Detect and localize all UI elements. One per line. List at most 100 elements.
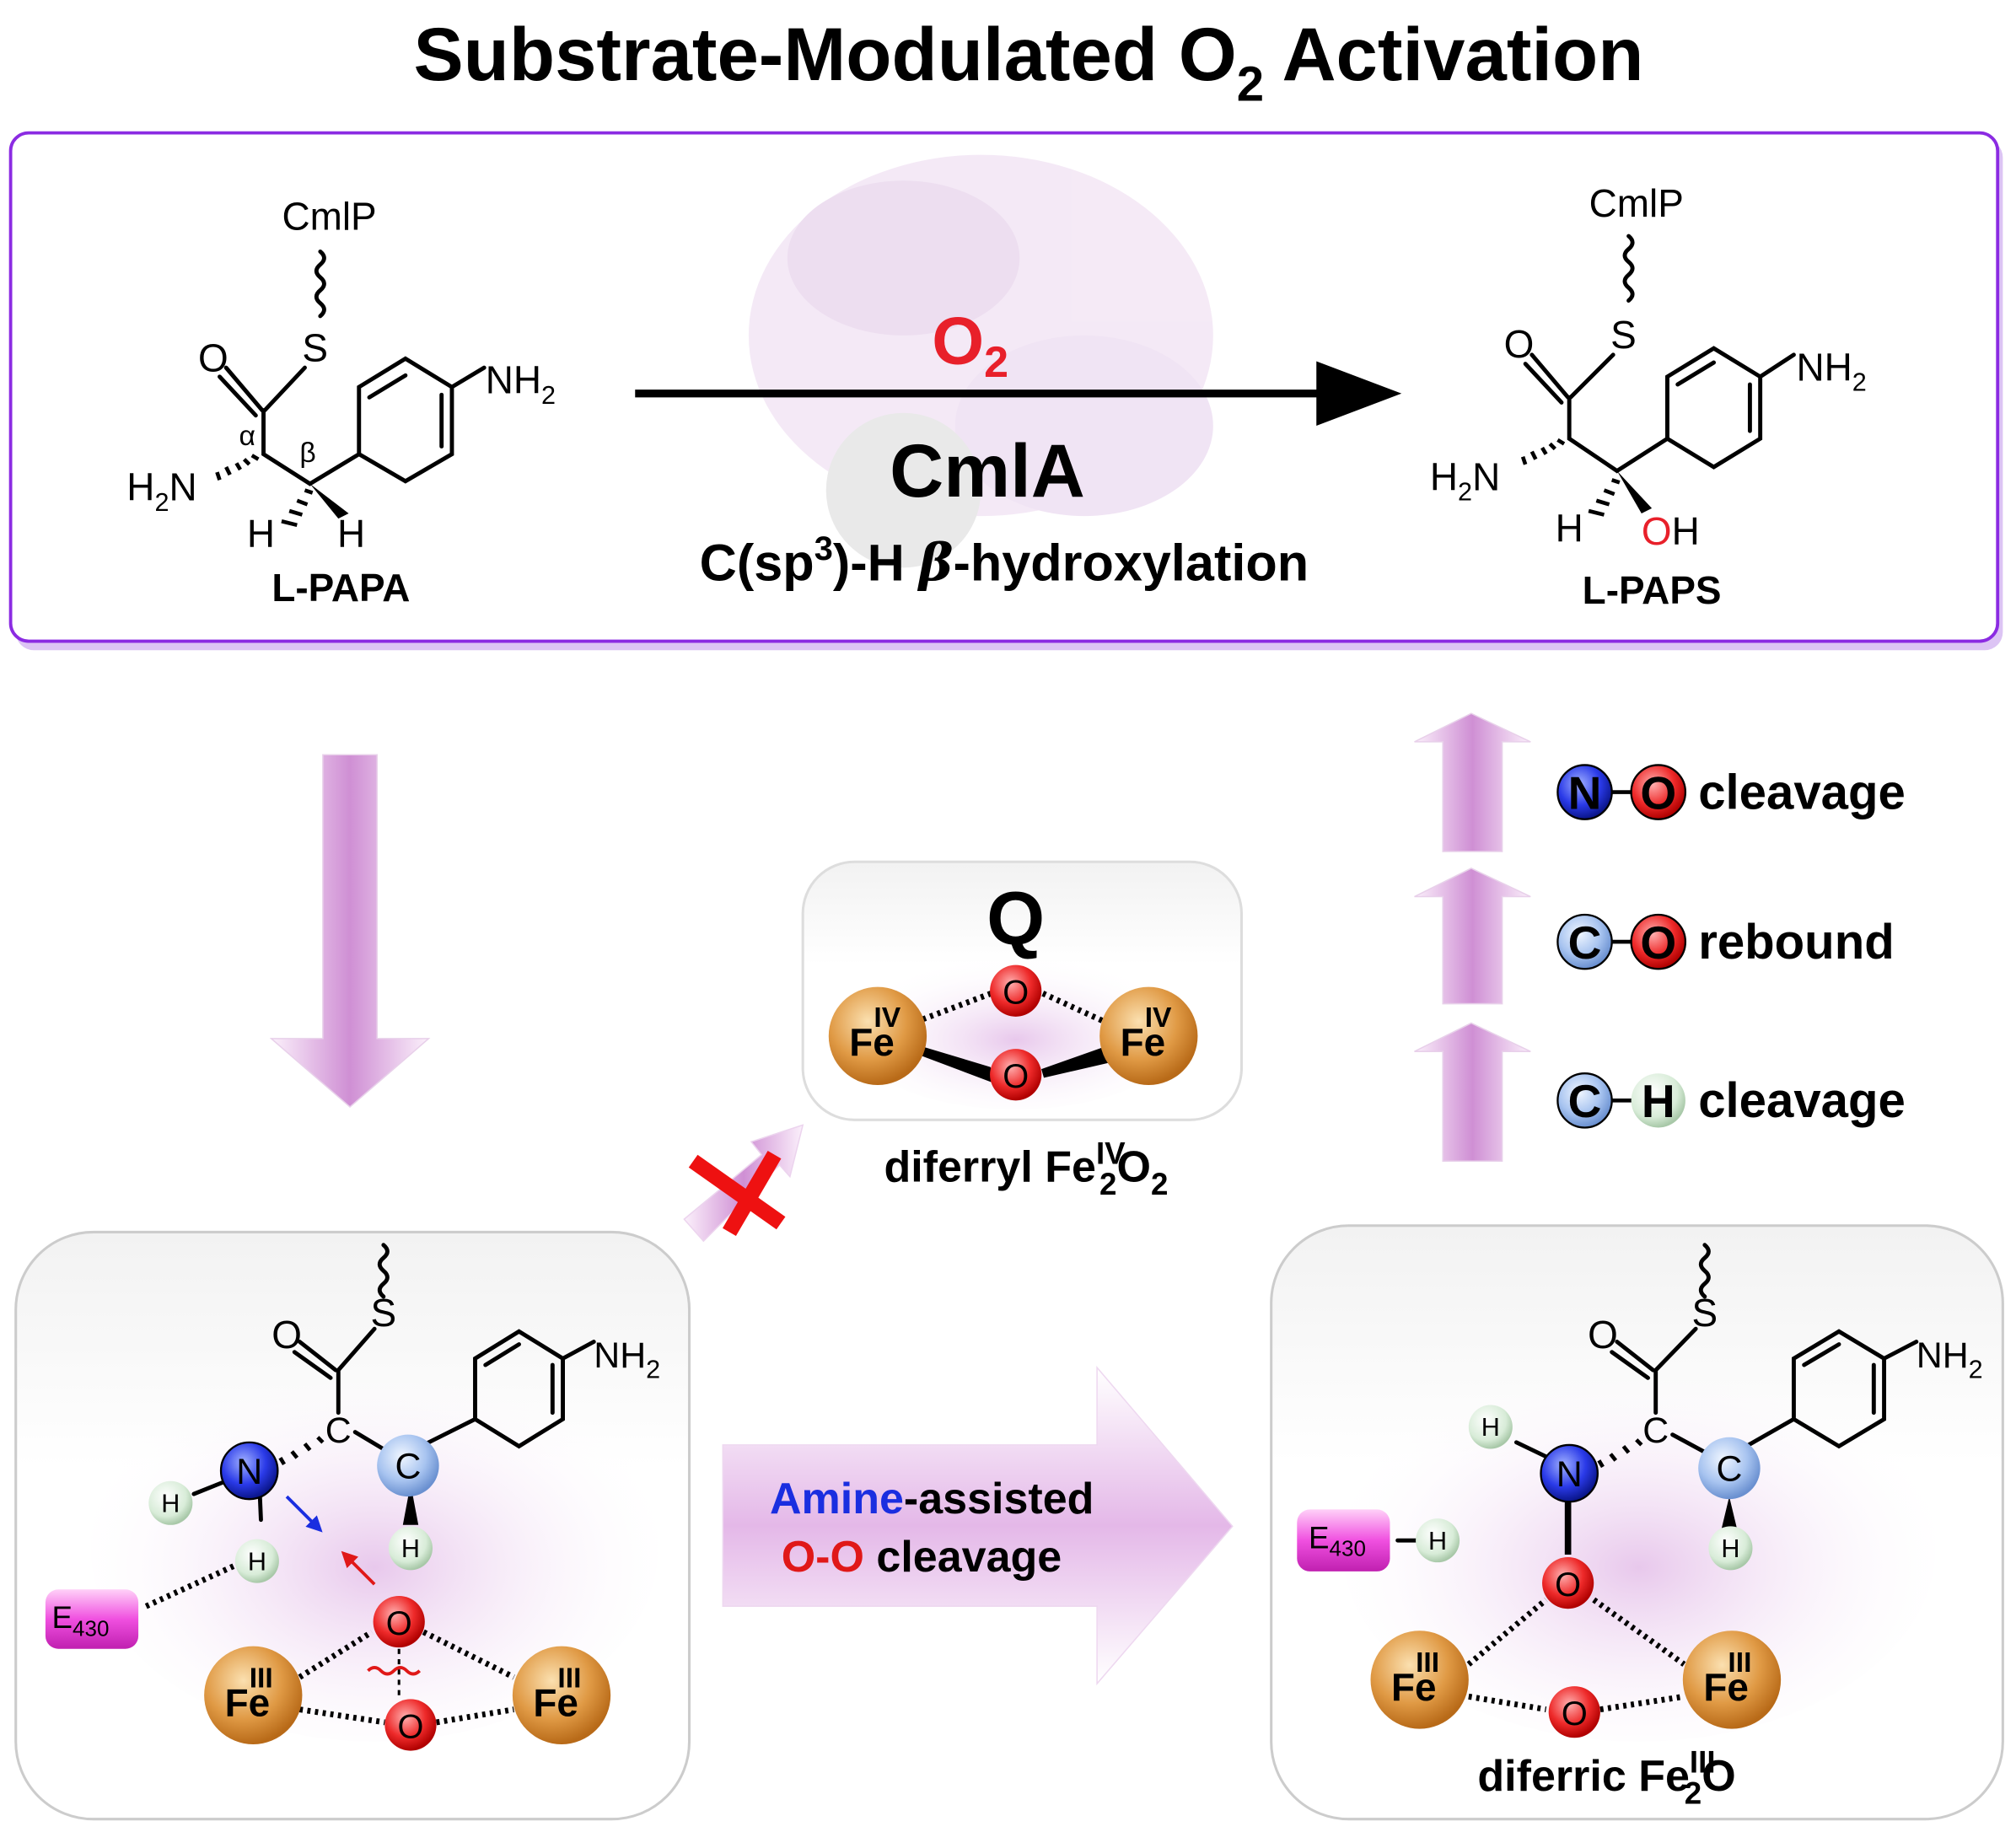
h-atom [234, 1539, 279, 1583]
c-atom [1556, 1072, 1613, 1129]
hashed-bond [281, 488, 314, 528]
o-atom [1542, 1557, 1594, 1609]
o-atom [1548, 1686, 1600, 1738]
fe-atom [204, 1646, 303, 1744]
reactant-complex-panel: S O C NH2 N C H H H E430 O O FeIII FeIII [14, 1230, 691, 1821]
up-arrow [1414, 712, 1531, 852]
o-label: O [398, 1708, 424, 1745]
hashed-bond [1597, 1438, 1643, 1469]
h2n-label: H2N [126, 465, 196, 517]
up-arrow [1414, 1022, 1531, 1163]
blocked-pathway-arrow [683, 1124, 804, 1243]
figure-title: Substrate-Modulated O2 Activation [413, 13, 1643, 111]
step-label: rebound [1698, 915, 1895, 970]
amine-label: NH2 [1917, 1335, 1983, 1383]
fe-label: FeIII [225, 1663, 273, 1725]
q-label: Q [986, 877, 1045, 960]
h-label: H [1721, 1534, 1739, 1563]
fe-atom [1370, 1631, 1469, 1729]
n-atom [1556, 764, 1613, 820]
step-arrows [1414, 712, 1531, 1163]
product-l-paps: CmlP S O NH2 H2N H OH L-PAPS [1430, 181, 1867, 612]
bonds [191, 1326, 596, 1523]
fe-label: FeIII [533, 1663, 581, 1725]
fe-atom [1682, 1631, 1782, 1729]
fe-atom [1099, 986, 1198, 1085]
step-c-h-cleavage: C H cleavage [1556, 1072, 1906, 1129]
n-atom [219, 1441, 279, 1501]
up-arrow [1414, 868, 1531, 1005]
c-atom [1556, 913, 1613, 970]
panel-frame [8, 131, 2000, 643]
red-wavy-cleavage [367, 1665, 422, 1676]
fe-label: FeIII [1703, 1647, 1751, 1709]
wedge-bond [402, 1483, 419, 1525]
reaction-type-label: C(sp3)-H β-hydroxylation [700, 530, 1309, 593]
n-label: N [1556, 1454, 1583, 1495]
step-n-o-cleavage: N O cleavage [1556, 764, 1906, 820]
atom-label: O [1640, 766, 1676, 819]
arrow-label-line1: Amine-assisted [770, 1475, 1094, 1523]
q-glow [847, 954, 1184, 1110]
e430-label: E430 [52, 1600, 110, 1641]
amine-label: NH2 [594, 1335, 660, 1383]
h-label: H [401, 1534, 420, 1563]
atom-label: C [1568, 1075, 1602, 1127]
atom-label: C [1568, 916, 1602, 969]
step-label: cleavage [1698, 765, 1906, 819]
carbon-label: C [325, 1410, 352, 1451]
o-atom [1630, 764, 1687, 820]
oxygen-label: O [198, 336, 228, 380]
hashed-bond [1588, 478, 1621, 517]
o-atom [1630, 913, 1687, 970]
diferric-complex-panel: S O C NH2 H N C H E430 H O O FeIII FeIII… [1270, 1224, 2004, 1821]
n-label: N [236, 1452, 262, 1492]
h-label: H [1481, 1413, 1500, 1442]
fe-atom [512, 1646, 611, 1744]
big-arrow [722, 1366, 1234, 1686]
wedge-bond [309, 483, 349, 519]
hashed-bond [215, 454, 260, 481]
o-label: O [1562, 1695, 1588, 1733]
wavy-bond [377, 1243, 390, 1299]
fe-o-dotted-bonds [922, 991, 1106, 1025]
step-c-o-rebound: C O rebound [1556, 913, 1895, 970]
step-label: cleavage [1698, 1073, 1906, 1128]
h-label: H [161, 1489, 180, 1518]
o-atom [373, 1595, 425, 1648]
h-atom [1631, 1073, 1685, 1128]
red-electron-arrow [341, 1550, 376, 1586]
c-atom [1698, 1437, 1761, 1500]
reaction-arrowhead [1316, 361, 1402, 426]
sulfur-label: S [302, 325, 328, 369]
carrier-label: CmlP [1589, 181, 1684, 225]
amine-label: NH2 [1797, 345, 1867, 396]
red-x-icon [688, 1150, 786, 1237]
o-label: O [1003, 1058, 1029, 1095]
c-label: C [1716, 1449, 1742, 1490]
wedge-bond [1616, 470, 1653, 514]
oxygen-label: O [1504, 322, 1535, 366]
down-arrow [269, 754, 431, 1108]
amine-assisted-arrow: Amine-assisted O-O cleavage [722, 1366, 1234, 1686]
e430-residue [1297, 1509, 1390, 1571]
h-atom [1468, 1405, 1513, 1449]
n-atom [1540, 1443, 1599, 1503]
fe-label: FeIV [1121, 1002, 1172, 1064]
wavy-bond [314, 249, 326, 319]
c-atom [377, 1434, 439, 1497]
h-atom [1708, 1526, 1753, 1571]
o-atom [384, 1699, 437, 1751]
hashed-bond [1520, 438, 1566, 465]
c-label: C [395, 1447, 421, 1487]
faded-arrow [683, 1124, 804, 1243]
fe-atom [828, 986, 927, 1085]
hydrogen-label: H [337, 512, 365, 556]
hashed-bond [278, 1436, 325, 1466]
wavy-bond [1622, 234, 1635, 304]
oxygen-label: O [271, 1313, 302, 1357]
blue-electron-arrow [285, 1495, 323, 1533]
panel-glow [1341, 1354, 1936, 1742]
